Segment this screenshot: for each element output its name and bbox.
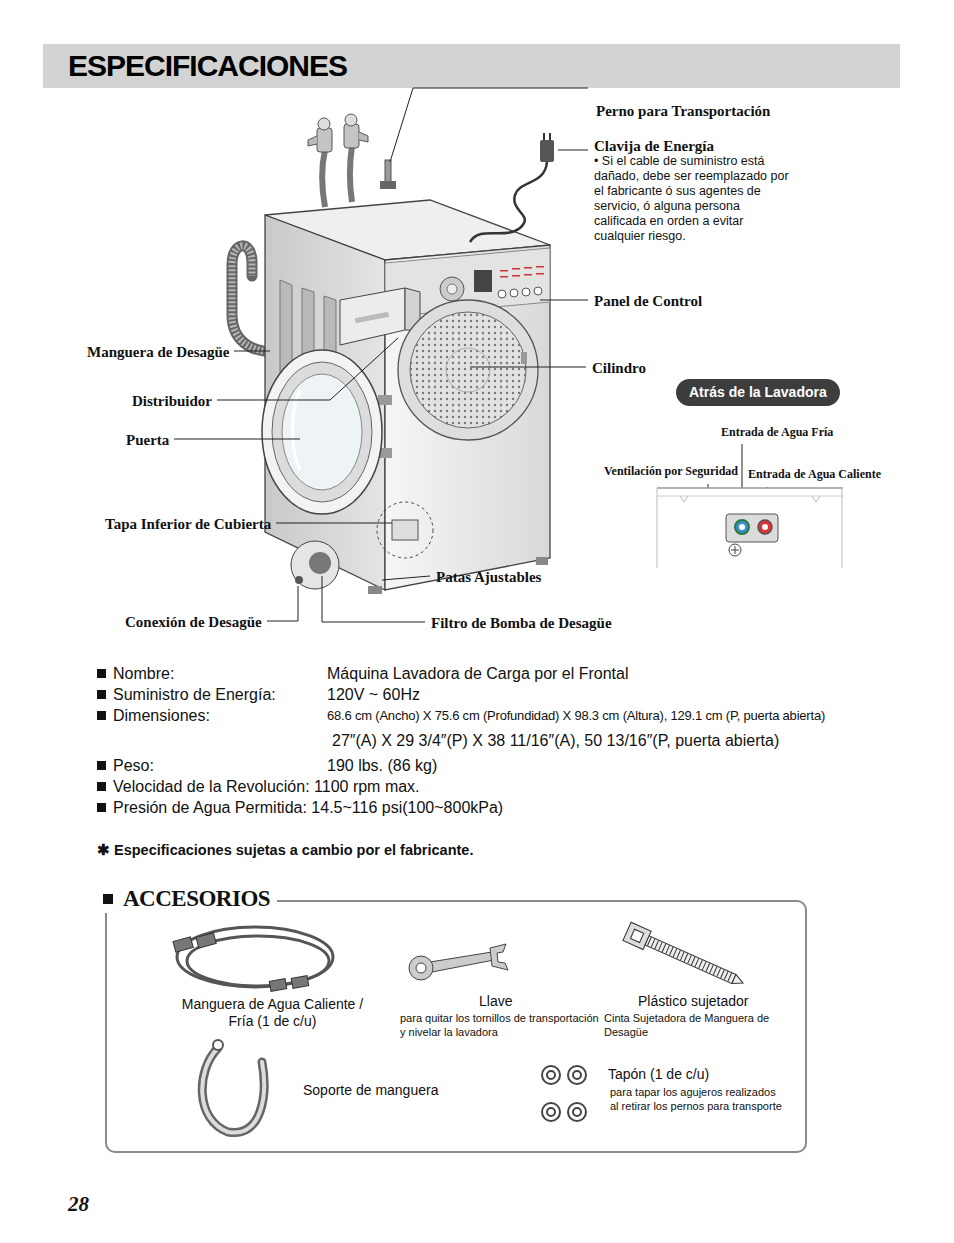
spec-value: Máquina Lavadora de Carga por el Frontal: [327, 664, 629, 683]
part-label: Entrada de Agua Fría: [721, 425, 833, 439]
spec-line: Velocidad de la Revolución: 1100 rpm max…: [113, 777, 420, 796]
accessory-name: Plástico sujetador: [638, 993, 749, 1010]
spec-note: ✱ Especificaciones sujetas a cambio por …: [97, 842, 473, 859]
accessory-note: para quitar los tornillos de transportac…: [400, 1011, 604, 1040]
accessory-note: Cinta Sujetadora de Manguera de Desagüe: [604, 1011, 782, 1040]
section-tag: Atrás de la Lavadora: [676, 379, 840, 406]
heading-bullet: [103, 894, 113, 904]
part-label: Patas Ajustables: [436, 568, 541, 586]
part-label: Panel de Control: [594, 292, 702, 310]
panel-title: ACCESORIOS: [123, 885, 270, 913]
washer: [232, 114, 554, 594]
part-label: Distribuidor: [132, 392, 212, 410]
spec-line: Presión de Agua Permitida: 14.5~116 psi(…: [113, 798, 503, 817]
spec-value: 27″(A) X 29 3/4″(P) X 38 11/16″(A), 50 1…: [332, 731, 779, 750]
part-label: Puerta: [126, 431, 169, 449]
accessory-name: Llave: [479, 993, 512, 1010]
page-title: ESPECIFICACIONES: [68, 47, 347, 85]
part-label: Cilindro: [592, 359, 646, 377]
part-label: Ventilación por Seguridad: [604, 464, 738, 478]
part-label: Tapa Inferior de Cubierta: [105, 515, 271, 533]
spec-bullets: [97, 669, 106, 812]
part-label: Filtro de Bomba de Desagüe: [431, 614, 612, 632]
part-label: Clavija de Energía: [594, 137, 714, 155]
part-label: Perno para Transportación: [596, 102, 770, 120]
page-number: 28: [68, 1192, 89, 1217]
tag-text: Atrás de la Lavadora: [689, 384, 827, 400]
part-label: Manguera de Desagüe: [87, 343, 230, 361]
accessory-name: Tapón (1 de c/u): [608, 1066, 709, 1083]
spec-name: Nombre:: [113, 664, 174, 683]
warning-note: • Si el cable de suministro está dañado,…: [594, 154, 794, 244]
accessory-note: para tapar los agujeros realizados al re…: [610, 1085, 782, 1114]
panel-heading: ACCESORIOS: [103, 885, 277, 913]
title-band: [43, 44, 900, 88]
accessory-name: Manguera de Agua Caliente / Fría (1 de c…: [170, 996, 375, 1030]
spec-name: Dimensiones:: [113, 706, 210, 725]
accessories-panel: ACCESORIOS: [105, 900, 807, 1153]
spec-value: 120V ~ 60Hz: [327, 685, 420, 704]
washer-back-view: [657, 488, 843, 568]
accessory-name: Soporte de manguera: [303, 1082, 438, 1099]
spec-name: Peso:: [113, 756, 154, 775]
spec-value: 68.6 cm (Ancho) X 75.6 cm (Profundidad) …: [327, 708, 825, 724]
spec-name: Suministro de Energía:: [113, 685, 276, 704]
part-label: Conexión de Desagüe: [125, 613, 262, 631]
part-label: Entrada de Agua Caliente: [748, 467, 881, 481]
spec-value: 190 lbs. (86 kg): [327, 756, 437, 775]
